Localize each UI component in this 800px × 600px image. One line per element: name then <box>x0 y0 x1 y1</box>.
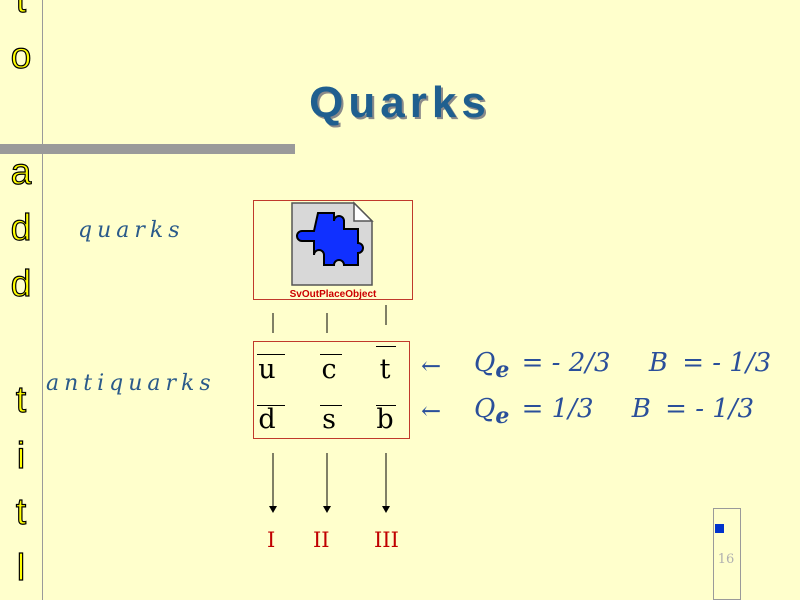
antiquark-bar <box>257 354 285 355</box>
quark-d: d <box>258 404 276 435</box>
quark-b: b <box>376 404 394 435</box>
placeholder-char: o <box>10 35 32 76</box>
placeholder-char: t <box>0 0 42 20</box>
generation-label-3: III <box>374 528 399 552</box>
placeholder-char: t <box>15 379 27 420</box>
slide-title[interactable]: Quarks <box>309 78 491 127</box>
quark-u: u <box>258 354 276 385</box>
generation-label-2: II <box>313 528 330 552</box>
placeholder-char: a <box>10 151 32 192</box>
embedded-object-frame[interactable] <box>253 200 413 300</box>
antiquark-bar <box>320 405 342 406</box>
embedded-object-caption: SvOutPlaceObject <box>289 289 377 300</box>
left-arrow-icon: ← <box>421 397 442 425</box>
placeholder-char: t <box>15 491 27 532</box>
puzzle-piece-icon <box>291 201 374 286</box>
placeholder-char: d <box>10 207 32 248</box>
resize-handle[interactable] <box>715 524 724 533</box>
placeholder-char: l <box>16 547 26 588</box>
generation-label-1: I <box>267 528 276 552</box>
title-placeholder-strip[interactable]: t o a d d t i t l <box>0 0 43 600</box>
antiquark-bar <box>376 346 396 347</box>
antiquark-bar <box>257 405 285 406</box>
charge-equation-row2: Qe = 1/3 B = - 1/3 <box>474 394 755 429</box>
slide-number: 16 <box>717 552 735 567</box>
placeholder-char: d <box>10 263 32 304</box>
antiquark-bar <box>376 405 396 406</box>
quark-c: c <box>321 354 337 385</box>
horizontal-rule <box>0 144 295 154</box>
left-arrow-icon: ← <box>421 352 442 380</box>
antiquarks-label: antiquarks <box>46 371 216 396</box>
antiquark-bar <box>320 354 342 355</box>
quark-table <box>253 341 410 439</box>
charge-equation-row1: Qe = - 2/3 B = - 1/3 <box>474 348 772 383</box>
quark-t: t <box>379 354 391 385</box>
placeholder-char: i <box>16 435 26 476</box>
quarks-label: quarks <box>78 218 185 243</box>
quark-s: s <box>322 404 336 435</box>
